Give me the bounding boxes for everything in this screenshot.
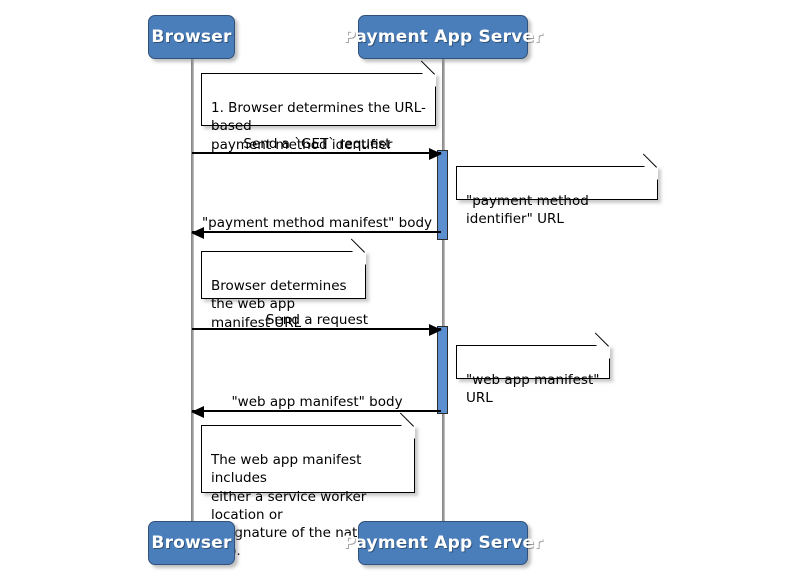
arrow-head-left-icon — [191, 227, 204, 239]
arrow-head-right-icon — [429, 148, 442, 160]
note-browser-determines-identifier: 1. Browser determines the URL-based paym… — [201, 60, 436, 153]
note-fold-line-icon — [350, 238, 365, 253]
activation-bar-server-1 — [437, 150, 448, 240]
actor-payment-app-server-bottom-label: Payment App Server — [343, 533, 543, 553]
actor-browser-top[interactable]: Browser — [148, 15, 235, 59]
note-text: "web app manifest" URL — [466, 372, 600, 407]
lifeline-browser — [191, 59, 194, 521]
message-label-send-a-request: Send a request — [265, 312, 369, 328]
actor-browser-bottom[interactable]: Browser — [148, 521, 235, 565]
note-web-app-manifest-url: "web app manifest" URL — [456, 332, 610, 406]
lifeline-payment-app-server — [442, 59, 445, 521]
message-arrow-payment-method-manifest-body — [191, 227, 441, 239]
note-browser-determines-web-app-manifest-url: Browser determines the web app manifest … — [201, 238, 366, 331]
actor-payment-app-server-bottom[interactable]: Payment App Server — [343, 521, 543, 565]
note-text: Browser determines the web app manifest … — [211, 278, 347, 331]
note-fold-line-icon — [420, 60, 435, 75]
actor-browser-top-label: Browser — [151, 27, 232, 47]
actor-payment-app-server-top[interactable]: Payment App Server — [343, 15, 543, 59]
message-arrow-get-request — [192, 148, 442, 160]
note-fold-line-icon — [642, 153, 657, 168]
note-fold-line-icon — [399, 412, 414, 427]
message-arrow-web-app-manifest-body — [191, 406, 441, 418]
message-label-payment-method-manifest-body: "payment method manifest" body — [201, 215, 433, 231]
message-label-get-request: Send a `GET` request — [243, 136, 391, 152]
activation-bar-server-2 — [437, 326, 448, 414]
note-text: "payment method identifier" URL — [466, 193, 589, 228]
message-arrow-send-a-request — [192, 324, 442, 336]
note-text: 1. Browser determines the URL-based paym… — [211, 100, 426, 153]
message-label-web-app-manifest-body: "web app manifest" body — [231, 394, 403, 410]
arrow-head-left-icon — [191, 406, 204, 418]
note-fold-line-icon — [594, 332, 609, 347]
note-web-app-manifest-includes: The web app manifest includes either a s… — [201, 412, 415, 559]
note-payment-method-identifier-url: "payment method identifier" URL — [456, 153, 658, 227]
arrow-head-right-icon — [429, 324, 442, 336]
note-text: The web app manifest includes either a s… — [211, 452, 378, 559]
actor-payment-app-server-top-label: Payment App Server — [343, 27, 543, 47]
actor-browser-bottom-label: Browser — [151, 533, 232, 553]
